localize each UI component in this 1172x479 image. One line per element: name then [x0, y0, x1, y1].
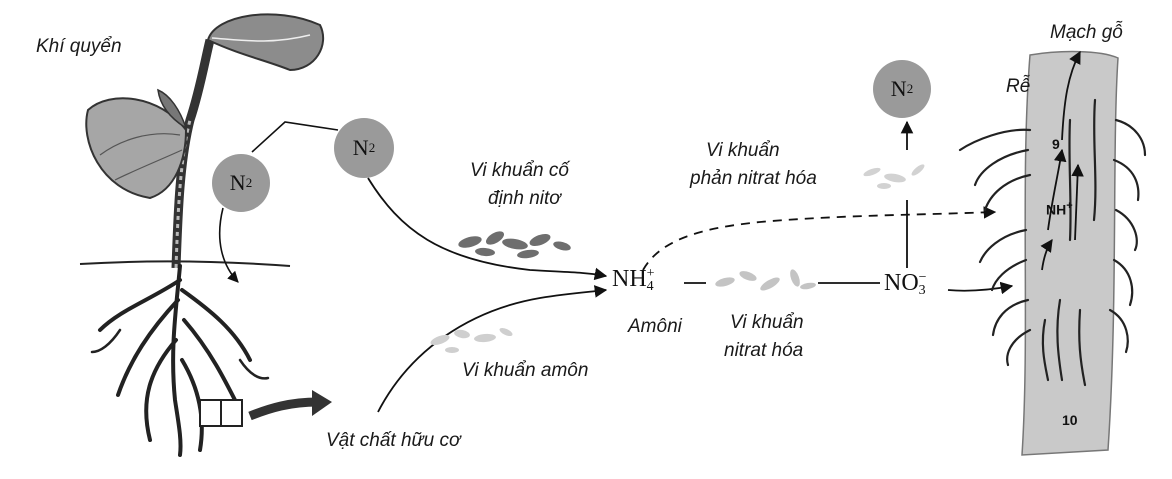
n2-top-main: N [890, 76, 907, 101]
n2-large-main: N [352, 135, 369, 160]
root-number-10: 10 [1062, 412, 1078, 428]
label-xylem: Mạch gỗ [1050, 22, 1123, 43]
n2-small-sub: 2 [245, 175, 253, 190]
label-ammonifying: Vi khuẩn amôn [462, 360, 589, 381]
arrow-n2-to-soil [218, 207, 239, 283]
label-organic-matter: Vật chất hữu cơ [326, 430, 461, 451]
arrow-to-xylem-top [1061, 50, 1081, 141]
fixing-bacteria-cluster [458, 231, 571, 259]
plant-stem [171, 38, 215, 269]
root-nh4-marker: NH+ [1046, 200, 1073, 218]
ammonifying-bacteria-cluster [430, 327, 513, 353]
no3-main: NO [884, 270, 919, 296]
arrow-thick-organic [248, 397, 319, 421]
label-denitrifying-1: Vi khuẩn [706, 140, 780, 161]
no3-formula: NO−3 [884, 270, 927, 299]
label-fixing-bacteria-1: Vi khuẩn cố [470, 160, 569, 181]
n2-top-sub: 2 [906, 81, 914, 96]
arrow-root-up-3 [1040, 238, 1053, 271]
label-root: Rễ [1006, 76, 1031, 97]
root-section [958, 50, 1147, 456]
root-body [1021, 50, 1119, 456]
n2-small-main: N [229, 170, 246, 195]
soil-surface-line [79, 260, 291, 267]
nh4-main: NH [612, 266, 647, 292]
nh4-sup: + [646, 266, 655, 282]
label-fixing-bacteria-2: định nitơ [488, 188, 561, 209]
n2-large-sub: 2 [368, 140, 376, 155]
arrow-root-up-2 [1071, 163, 1084, 241]
nh4-sub: 4 [646, 279, 654, 295]
dashed-nh4-to-root [642, 206, 997, 271]
no3-sup: − [918, 270, 927, 286]
label-denitrifying-2: phản nitrat hóa [690, 168, 817, 189]
label-nitrifying-1: Vi khuẩn [730, 312, 804, 333]
nh4-formula: NH+4 [612, 266, 655, 295]
plant-roots [90, 264, 270, 457]
plant-leaf-top [206, 13, 325, 72]
plant-leaf-left [85, 97, 188, 200]
denitrifying-bacteria-cluster [863, 164, 925, 189]
arrow-no3-to-root [947, 281, 1014, 295]
root-hairs [958, 98, 1147, 387]
root-number-9: 9 [1052, 136, 1060, 152]
no3-sub: 3 [918, 283, 926, 299]
label-nitrifying-2: nitrat hóa [724, 340, 804, 361]
plant-illustration [85, 13, 325, 457]
connector-n2-n2 [251, 121, 339, 153]
arrow-into-xylem [1047, 148, 1067, 231]
arrow-organic-to-nh4 [377, 285, 608, 413]
root-nh4-text: NH [1046, 201, 1067, 218]
root-nh4-sup: + [1066, 200, 1073, 212]
label-ammonium: Amôni [628, 316, 682, 337]
plant-leaf-small [157, 88, 188, 130]
label-atmosphere: Khí quyển [36, 36, 122, 57]
arrow-n2-to-nh4 [367, 177, 608, 281]
nitrifying-bacteria-cluster [715, 269, 816, 291]
